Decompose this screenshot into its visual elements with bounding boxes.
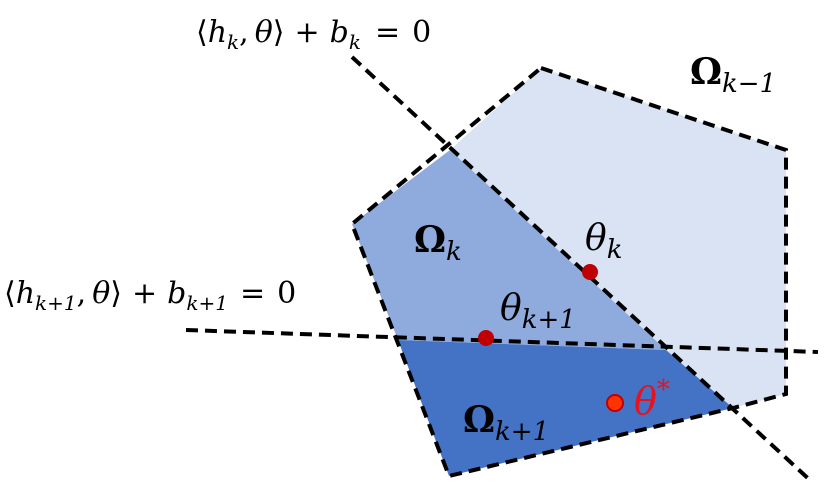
theta-k-plus-1-label: θk+1 [500,288,576,335]
region-omega-k-minus-1 [450,68,786,408]
hyperplane-k-plus-1-label: ⟨hk+1,θ⟩+bk+1=0 [4,276,296,315]
omega-k-minus-1-label: Ωk−1 [690,51,776,99]
point-theta-star [606,394,624,412]
hyperplane-k-label: ⟨hk,θ⟩+bk=0 [196,15,431,54]
region-omega-k [352,150,666,350]
omega-k-label: Ωk [414,219,462,267]
point-theta-k-plus-1 [478,330,494,346]
theta-star-label: θ* [634,375,670,423]
theta-k-label: θk [585,218,622,265]
point-theta-k [582,264,598,280]
omega-k-plus-1-label: Ωk+1 [463,399,549,447]
hyperplane-k-line [350,55,814,484]
region-omega-k-plus-1 [398,340,733,476]
hyperplane-k-plus-1-line [185,328,819,354]
